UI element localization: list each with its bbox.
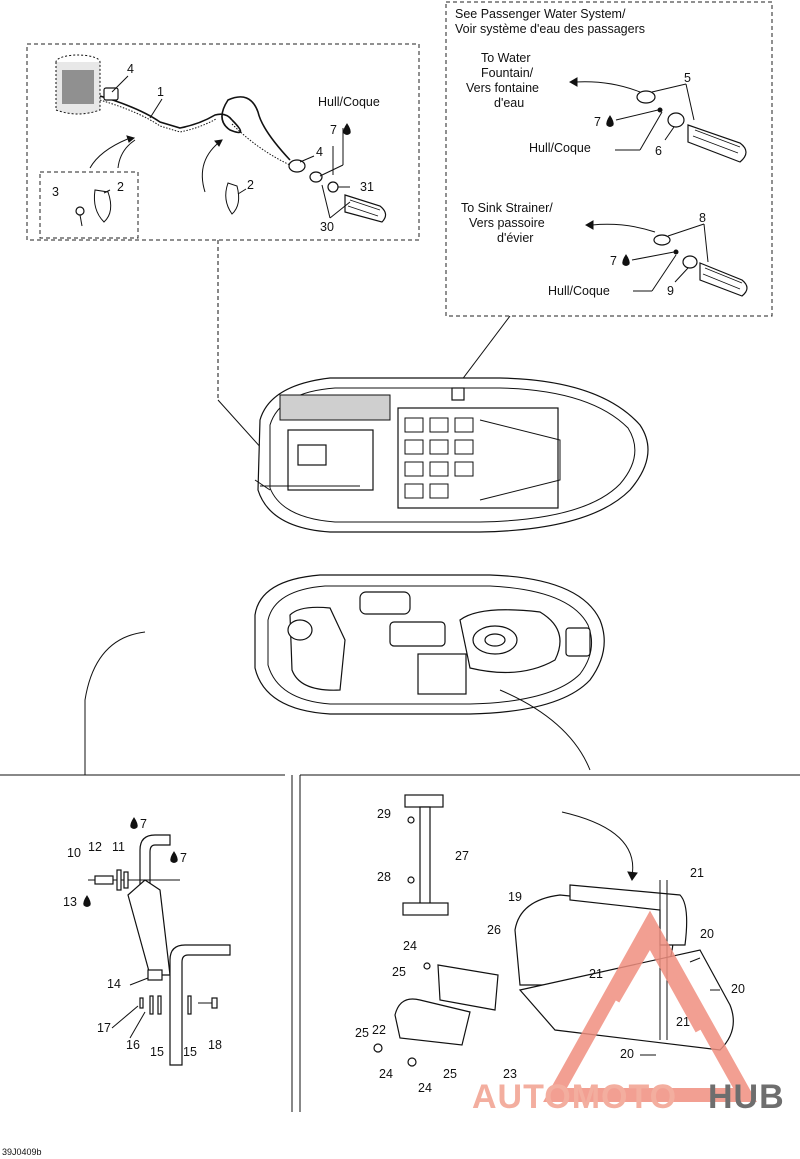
hull-label-2: Hull/Coque bbox=[529, 141, 591, 155]
fountain-note-4: d'eau bbox=[494, 96, 524, 110]
sink-note-2: Vers passoire bbox=[469, 216, 545, 230]
part-12-label: 12 bbox=[88, 840, 102, 854]
drain-fitting-group: 10 12 11 7 7 13 14 17 16 15 15 18 bbox=[63, 817, 231, 1066]
part-5-label: 5 bbox=[684, 71, 691, 85]
part-2b-label: 2 bbox=[247, 178, 254, 192]
part-25c-label: 25 bbox=[443, 1067, 457, 1081]
hull-label-1: Hull/Coque bbox=[318, 95, 380, 109]
passenger-note-en: See Passenger Water System/ bbox=[455, 7, 626, 21]
watermark-right: HUB bbox=[708, 1078, 785, 1116]
part-21-label: 21 bbox=[690, 866, 704, 880]
passenger-water-inset: See Passenger Water System/ Voir système… bbox=[445, 1, 773, 317]
part-21b-label: 21 bbox=[589, 967, 603, 981]
part-15-label: 15 bbox=[150, 1045, 164, 1059]
part-19-label: 19 bbox=[508, 890, 522, 904]
part-25b-label: 25 bbox=[355, 1026, 369, 1040]
part-11-label: 11 bbox=[112, 840, 125, 854]
part-2-label: 2 bbox=[117, 180, 124, 194]
sink-note-3: d'évier bbox=[497, 231, 533, 245]
storage-frame-group: 29 27 28 21 19 26 24 20 25 21 20 22 21 2… bbox=[355, 794, 745, 1095]
part-24c-label: 24 bbox=[418, 1081, 432, 1095]
part-13-label: 13 bbox=[63, 895, 77, 909]
part-24b-label: 24 bbox=[379, 1067, 393, 1081]
part-14-label: 14 bbox=[107, 977, 121, 991]
lower-hull-view bbox=[254, 574, 605, 715]
part-6-label: 6 bbox=[655, 144, 662, 158]
watermark-left: AUTOMOTO bbox=[472, 1078, 677, 1116]
part-15b-label: 15 bbox=[183, 1045, 197, 1059]
part-7c-label: 7 bbox=[610, 254, 617, 268]
part-24-label: 24 bbox=[403, 939, 417, 953]
part-16-label: 16 bbox=[126, 1038, 140, 1052]
part-9-label: 9 bbox=[667, 284, 674, 298]
diagram-code: 39J0409b bbox=[2, 1147, 42, 1157]
fountain-note-2: Fountain/ bbox=[481, 66, 534, 80]
sink-note-1: To Sink Strainer/ bbox=[461, 201, 553, 215]
part-7b-label: 7 bbox=[594, 115, 601, 129]
part-4b-label: 4 bbox=[316, 145, 323, 159]
part-23-label: 23 bbox=[503, 1067, 517, 1081]
part-8-label: 8 bbox=[699, 211, 706, 225]
part-18-label: 18 bbox=[208, 1038, 222, 1052]
part-21c-label: 21 bbox=[676, 1015, 690, 1029]
automotohub-watermark: AUTOMOTO HUB bbox=[472, 910, 785, 1116]
part-25-label: 25 bbox=[392, 965, 406, 979]
part-7e-label: 7 bbox=[180, 851, 187, 865]
part-20c-label: 20 bbox=[620, 1047, 634, 1061]
part-31-label: 31 bbox=[360, 180, 374, 194]
pump-container bbox=[55, 54, 101, 115]
part-17-label: 17 bbox=[97, 1021, 111, 1035]
part-20-label: 20 bbox=[700, 927, 714, 941]
passenger-note-fr: Voir système d'eau des passagers bbox=[455, 22, 645, 36]
part-29-label: 29 bbox=[377, 807, 391, 821]
part-27-label: 27 bbox=[455, 849, 469, 863]
part-30-label: 30 bbox=[320, 220, 334, 234]
part-22-label: 22 bbox=[372, 1023, 386, 1037]
part-28-label: 28 bbox=[377, 870, 391, 884]
fountain-note-1: To Water bbox=[481, 51, 531, 65]
part-7d-label: 7 bbox=[140, 817, 147, 831]
part-7-label: 7 bbox=[330, 123, 337, 137]
part-4-label: 4 bbox=[127, 62, 134, 76]
part-20b-label: 20 bbox=[731, 982, 745, 996]
part-26-label: 26 bbox=[487, 923, 501, 937]
upper-hull-view bbox=[254, 377, 649, 533]
part-1-label: 1 bbox=[157, 85, 164, 99]
part-10-label: 10 bbox=[67, 846, 81, 860]
part-3-label: 3 bbox=[52, 185, 59, 199]
fountain-note-3: Vers fontaine bbox=[466, 81, 539, 95]
hose-assembly-inset: 4 1 2 3 2 Hull/Coque 7 4 31 30 bbox=[26, 43, 420, 241]
hull-label-3: Hull/Coque bbox=[548, 284, 610, 298]
